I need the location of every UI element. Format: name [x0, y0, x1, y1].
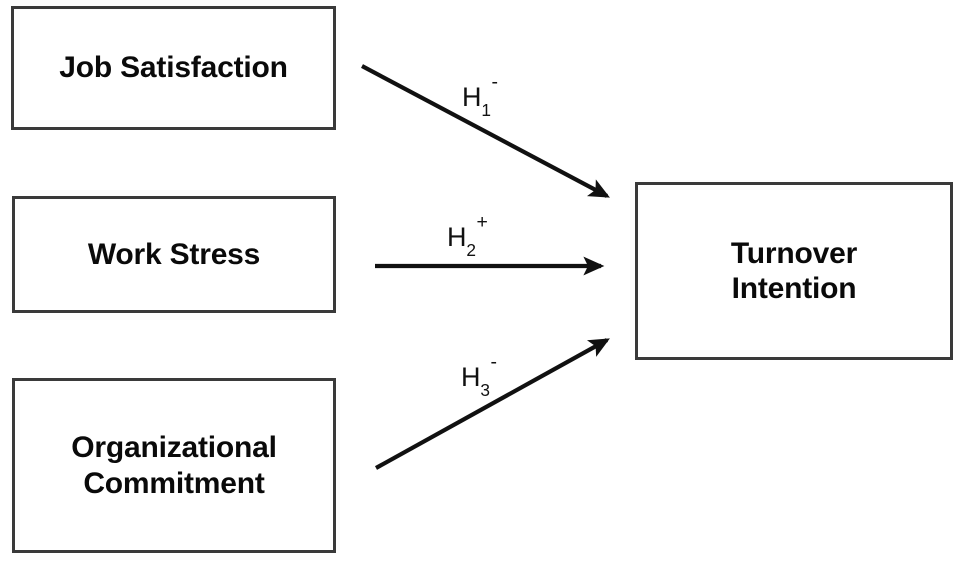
- edge-label-h2-symbol: H: [447, 222, 467, 252]
- edge-label-h2-sign: +: [476, 211, 488, 234]
- edge-label-h1-sign: -: [491, 71, 498, 94]
- node-work-stress-label: Work Stress: [87, 237, 261, 271]
- edge-label-h2-index: 2: [466, 240, 476, 261]
- edge-label-h1-symbol: H: [462, 82, 482, 112]
- edge-label-h1-index: 1: [481, 100, 491, 121]
- node-turnover-intention[interactable]: Turnover Intention: [635, 182, 953, 360]
- edge-label-h2: H2+: [447, 211, 488, 261]
- node-job-satisfaction-label: Job Satisfaction: [59, 51, 288, 85]
- node-organizational-commitment[interactable]: Organizational Commitment: [12, 378, 336, 553]
- node-turnover-intention-label: Turnover Intention: [730, 236, 858, 305]
- edge-label-h3-index: 3: [480, 380, 490, 401]
- node-job-satisfaction[interactable]: Job Satisfaction: [11, 6, 336, 130]
- edge-label-h3-sign: -: [490, 351, 497, 374]
- node-work-stress[interactable]: Work Stress: [12, 196, 336, 313]
- edge-label-h3-symbol: H: [461, 362, 481, 392]
- edge-label-h3: H3-: [461, 351, 497, 401]
- node-organizational-commitment-label: Organizational Commitment: [71, 431, 277, 500]
- edge-label-h1: H1-: [462, 71, 498, 121]
